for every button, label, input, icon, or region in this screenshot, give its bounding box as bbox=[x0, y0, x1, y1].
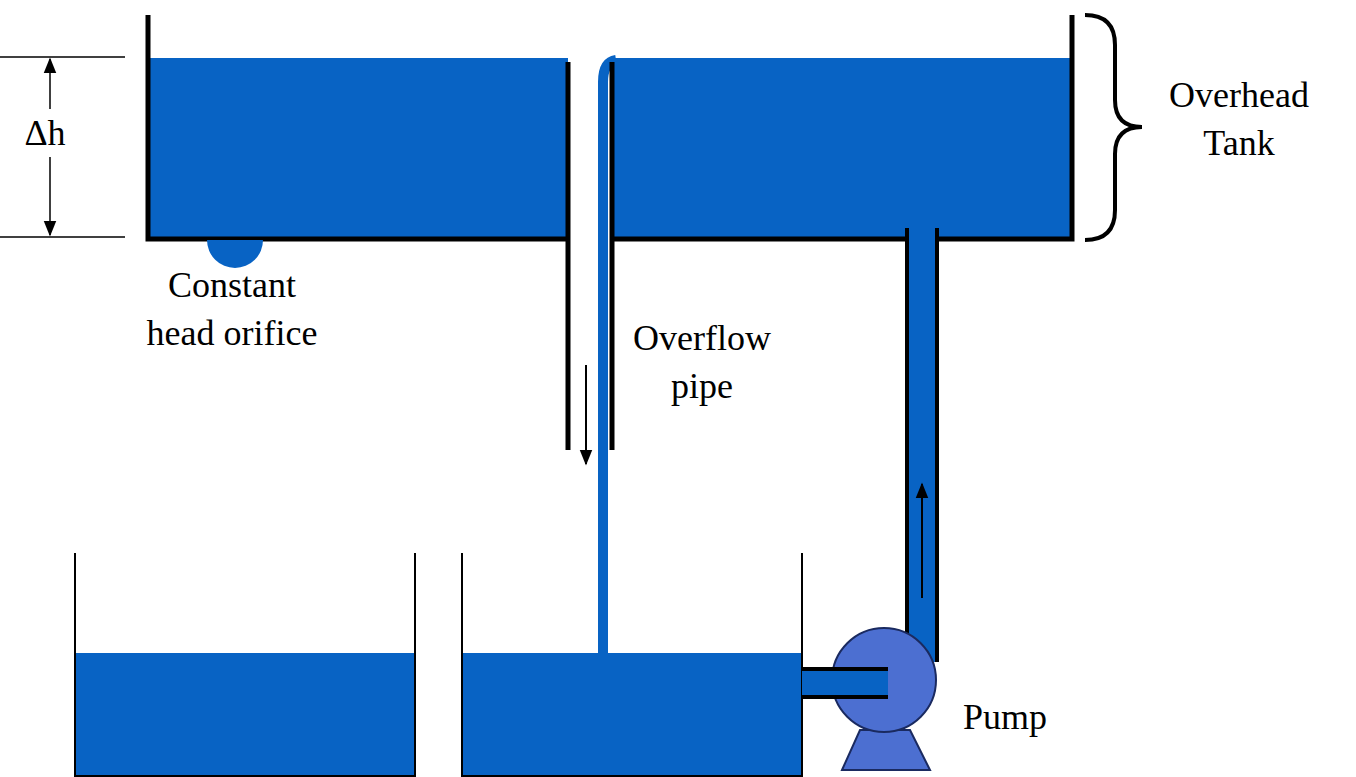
orifice-label: Constant head orifice bbox=[135, 261, 330, 357]
riser-water bbox=[908, 230, 936, 662]
sump-water bbox=[462, 653, 802, 775]
inlet-pipe bbox=[802, 669, 888, 697]
sump-tanks bbox=[75, 553, 802, 776]
orifice-drop bbox=[207, 240, 263, 268]
flow-arrow bbox=[921, 484, 923, 598]
tank-bracket bbox=[1085, 15, 1142, 240]
tank-label: Overhead Tank bbox=[1152, 71, 1327, 167]
pipe-label: Overflow pipe bbox=[622, 314, 782, 410]
overflow-pipe bbox=[568, 62, 612, 450]
dimension-lines bbox=[0, 57, 125, 237]
riser-pipe bbox=[907, 228, 937, 662]
overflow-stream bbox=[603, 60, 616, 655]
tank-water bbox=[150, 58, 568, 237]
flow-arrow bbox=[585, 365, 587, 464]
dimension-label: Δh bbox=[21, 109, 68, 157]
inlet-water bbox=[802, 669, 888, 697]
tank-water bbox=[612, 58, 1070, 237]
sump-water bbox=[75, 653, 415, 775]
pump-base bbox=[842, 730, 930, 770]
pump-label: Pump bbox=[935, 693, 1075, 741]
